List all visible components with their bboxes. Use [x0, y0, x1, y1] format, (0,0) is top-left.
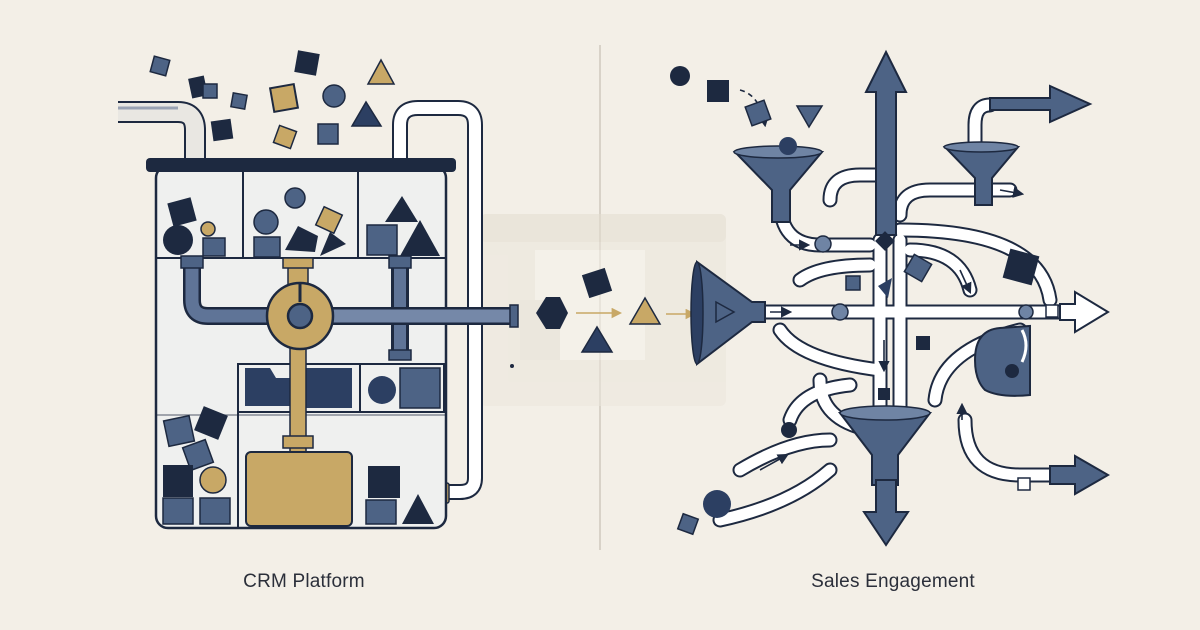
- funnel-network-icon: [670, 49, 1111, 547]
- sales-engagement-label: Sales Engagement: [811, 571, 975, 592]
- crm-platform-label: CRM Platform: [243, 571, 365, 592]
- incoming-data-shapes: [149, 50, 396, 150]
- crm-machine-icon: [118, 100, 519, 530]
- transfer-flow: [510, 267, 697, 368]
